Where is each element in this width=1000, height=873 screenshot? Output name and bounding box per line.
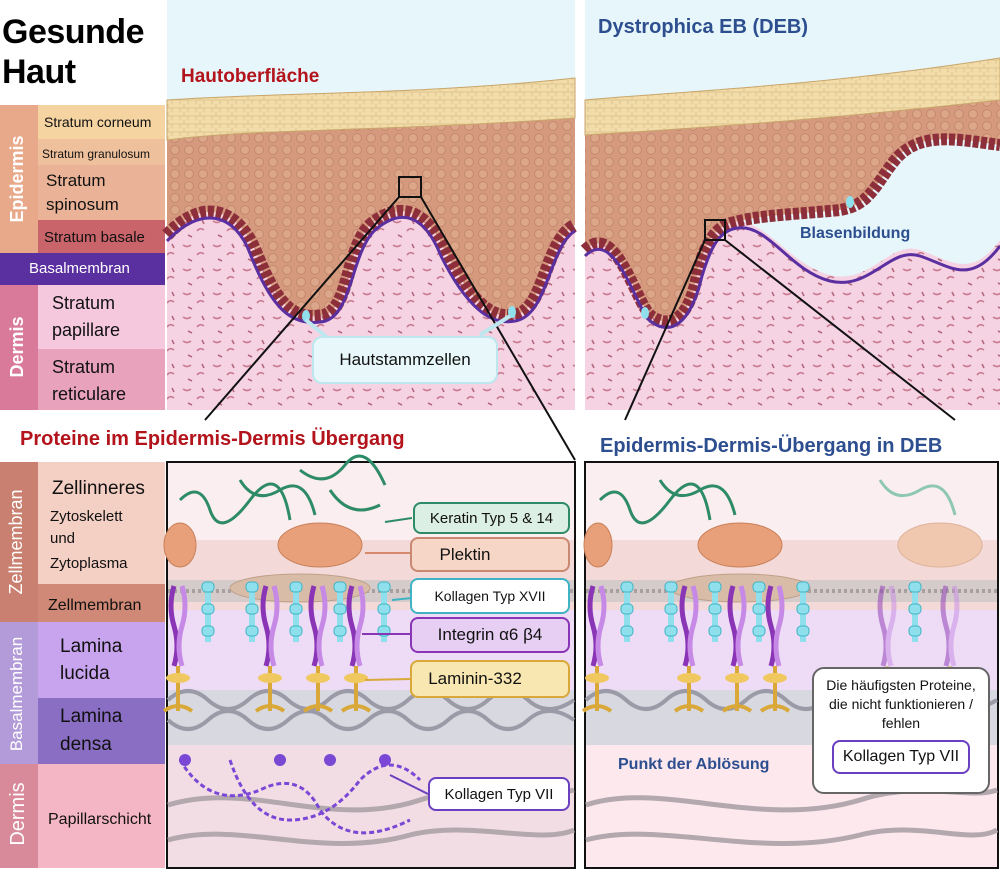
row-lamina-densa (38, 698, 165, 764)
zellmembran-band (0, 462, 38, 622)
stem-cells-text: Hautstammzellen (339, 350, 471, 369)
label-stratum-papillare-2: papillare (52, 320, 121, 340)
row-lamina-lucida (38, 622, 165, 698)
label-stratum-reticulare-2: reticulare (52, 384, 127, 404)
deb-note-protein: Kollagen Typ VII (832, 740, 970, 774)
label-papillarschicht: Papillarschicht (48, 811, 152, 828)
deb-junction-title: Epidermis-Dermis-Übergang in DEB (600, 435, 943, 457)
label-zellinneres: Zellinneres (52, 478, 145, 499)
deb-skin-panel (580, 0, 1000, 421)
surface-label: Hautoberfläche (181, 66, 320, 87)
row-zellinneres (38, 462, 165, 584)
label-stratum-spinosum-2: spinosum (46, 195, 119, 214)
label-und: und (50, 530, 76, 547)
deb-note: Die häufigsten Proteine, die nicht funkt… (812, 667, 990, 794)
stem-cells-label: Hautstammzellen (312, 336, 498, 384)
label-stratum-corneum: Stratum corneum (44, 114, 152, 130)
dermis-band (0, 285, 38, 410)
label-stratum-spinosum-1: Stratum (46, 171, 106, 190)
deb-note-line1: Die häufigsten Proteine, (826, 677, 976, 693)
deb-junction-panel (583, 461, 999, 869)
row-stratum-basale (38, 220, 165, 253)
row-basalmembran (0, 253, 165, 285)
callout-kollagen17: Kollagen Typ XVII (410, 578, 570, 614)
label-lamina-densa-2: densa (60, 734, 112, 755)
label-stratum-reticulare-1: Stratum (52, 357, 116, 377)
label-stratum-papillare-1: Stratum (52, 293, 116, 313)
stem-cell-pointer-right (478, 314, 512, 337)
callout-integrin: Integrin α6 β4 (410, 617, 570, 653)
healthy-title: Gesunde Haut (2, 12, 144, 92)
label-basalmembran: Basalmembran (29, 260, 130, 277)
skin-illustrations (162, 0, 1000, 461)
label-zytoskelett: Zytoskelett (50, 508, 123, 525)
row-zellmembran (38, 584, 165, 622)
row-stratum-spinosum (38, 165, 165, 220)
deb-note-protein-text: Kollagen Typ VII (842, 748, 960, 765)
row-papillarschicht (38, 764, 165, 868)
row-stratum-granulosum (38, 139, 165, 165)
detachment-label: Punkt der Ablösung (618, 756, 770, 773)
callout-plektin-text: Plektin (439, 544, 491, 564)
callout-laminin-text: Laminin-332 (428, 669, 522, 688)
junction-legend: Zellmembran Basalmembran Dermis Zellinne… (0, 462, 165, 868)
junction-title: Proteine im Epidermis-Dermis Übergang (20, 428, 405, 450)
basalmembran-band (0, 622, 38, 764)
blister-label: Blasenbildung (800, 225, 911, 242)
label-lamina-lucida-1: Lamina (60, 636, 123, 657)
label-stratum-granulosum: Stratum granulosum (42, 147, 151, 161)
label-stratum-basale: Stratum basale (44, 229, 145, 246)
deb-title: Dystrophica EB (DEB) (598, 16, 809, 38)
callout-plektin: Plektin (410, 537, 570, 572)
callout-kollagen7-text: Kollagen Typ VII (444, 785, 554, 803)
layer-legend: Epidermis Dermis Stratum corneum Stratum… (0, 105, 165, 410)
label-zytoplasma: Zytoplasma (50, 555, 128, 572)
callout-integrin-text: Integrin α6 β4 (437, 625, 543, 644)
label-lamina-lucida-2: lucida (60, 663, 110, 684)
label-zellmembran: Zellmembran (48, 597, 142, 614)
epidermis-band (0, 105, 38, 253)
row-stratum-papillare (38, 285, 165, 349)
callout-keratin: Keratin Typ 5 & 14 (413, 502, 570, 534)
deb-note-line3: fehlen (881, 715, 921, 731)
callout-keratin-text: Keratin Typ 5 & 14 (429, 509, 554, 527)
row-stratum-reticulare (38, 349, 165, 410)
dermis-junction-band (0, 764, 38, 868)
healthy-title-line2: Haut (2, 53, 76, 91)
label-lamina-densa-1: Lamina (60, 706, 123, 727)
callout-laminin: Laminin-332 (410, 660, 570, 698)
callout-kollagen7: Kollagen Typ VII (428, 777, 570, 811)
deb-note-line2: die nicht funktionieren / (829, 696, 973, 712)
row-stratum-corneum (38, 105, 165, 139)
healthy-title-line1: Gesunde (2, 13, 144, 51)
callout-kollagen17-text: Kollagen Typ XVII (434, 588, 546, 604)
